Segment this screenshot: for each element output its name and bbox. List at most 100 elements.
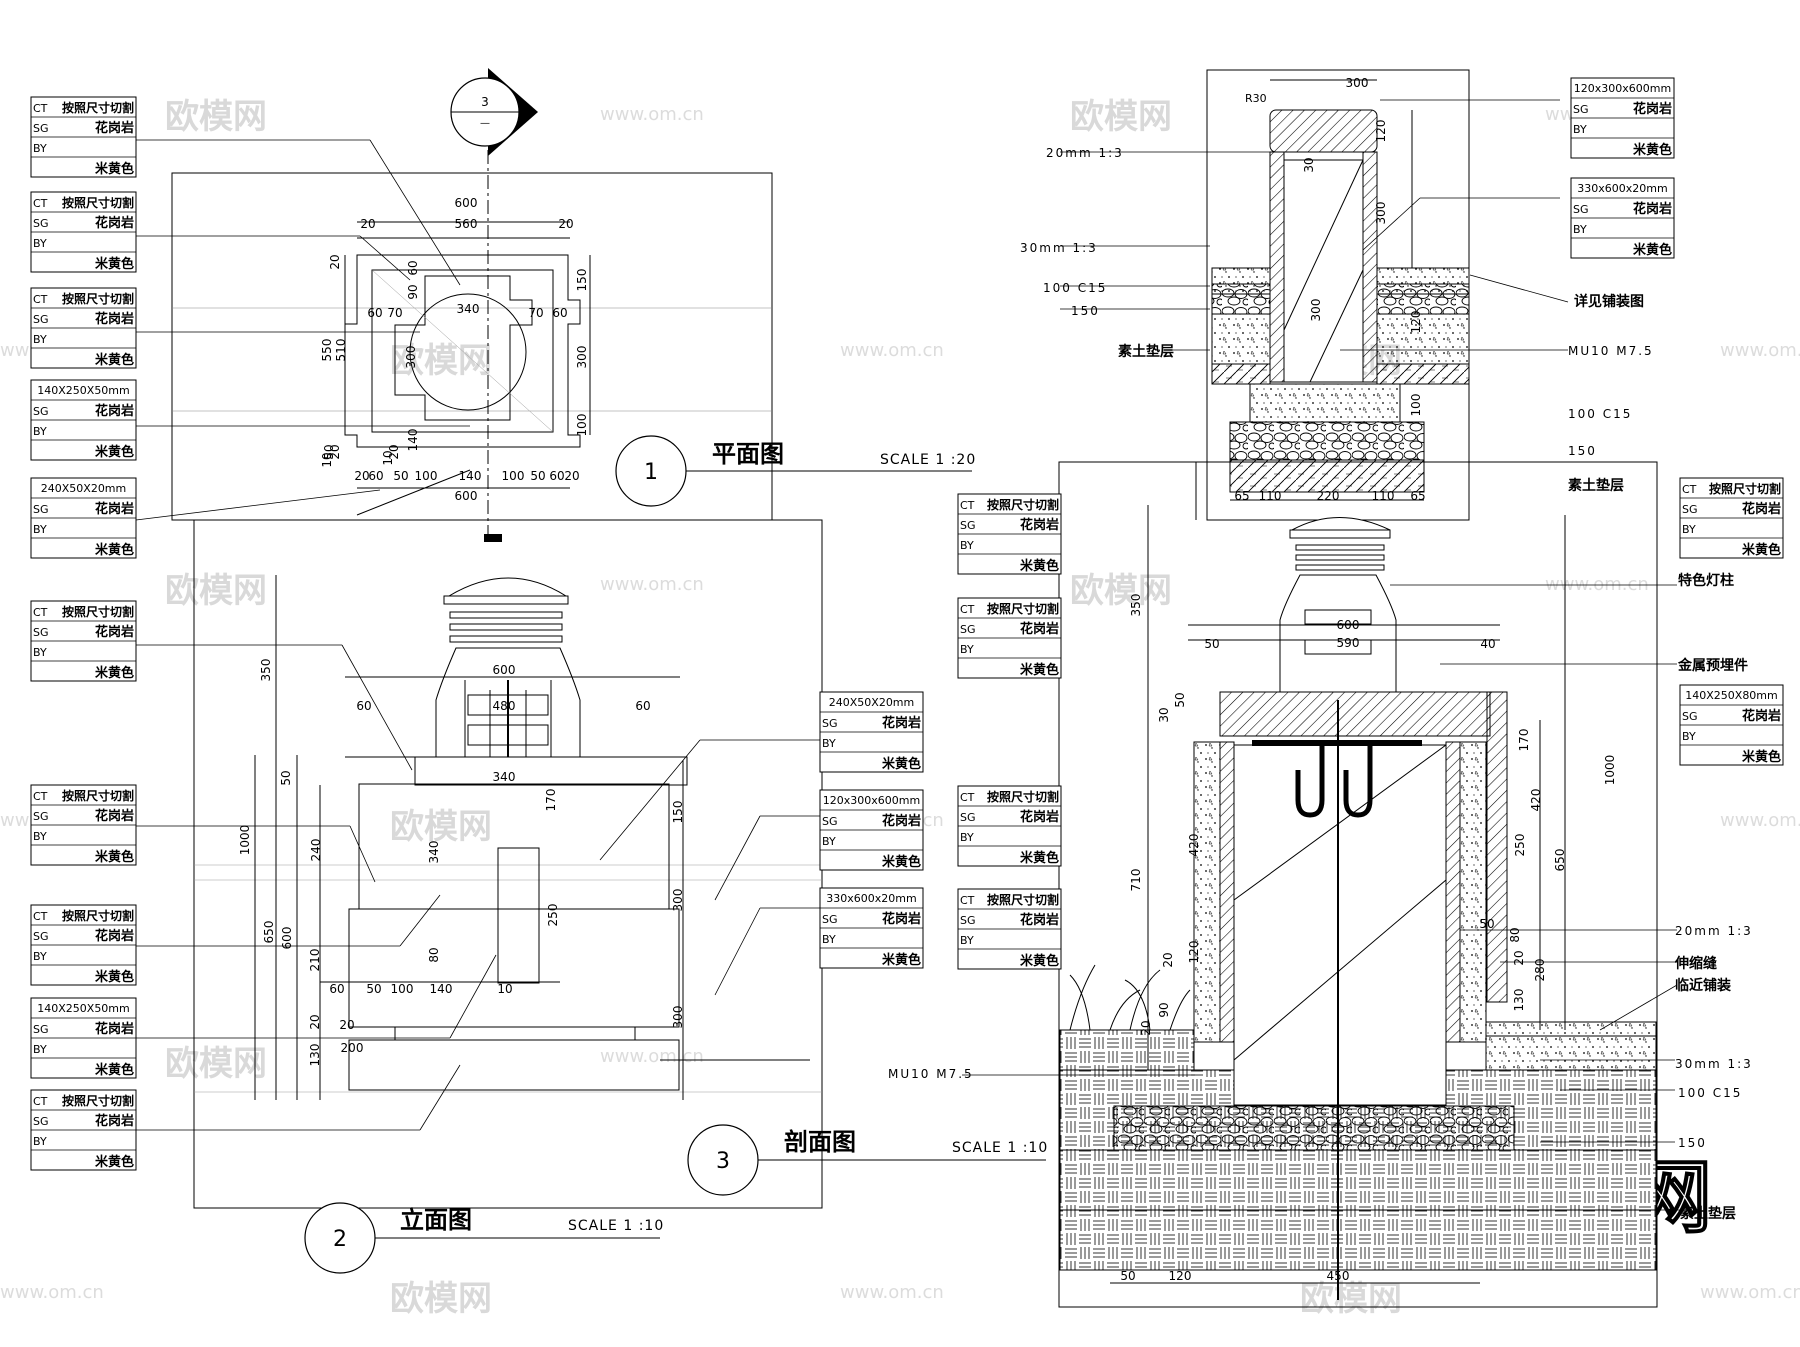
tag-stone: 花岗岩	[1742, 501, 1781, 517]
watermark-logo: 欧模网	[1070, 97, 1172, 137]
dimension-label: 10	[320, 452, 334, 467]
dimension-label: 600	[1337, 618, 1360, 632]
tag-sg-label: SG	[33, 810, 49, 823]
dimension-label: 150	[575, 269, 589, 292]
watermark-url: www.om.cn	[600, 574, 704, 595]
dimension-label: 590	[1337, 636, 1360, 650]
section-marker-sub: —	[480, 118, 490, 129]
dimension-label: 50	[1204, 637, 1219, 651]
tag-color: 米黄色	[1020, 953, 1059, 969]
dimension-label: 170	[1517, 729, 1531, 752]
tag-code: CT	[1682, 483, 1697, 496]
dimension-label: 420	[1187, 834, 1201, 857]
elevation-view	[193, 519, 823, 1209]
tag-by-label: BY	[960, 831, 974, 844]
dimension-label: 650	[1553, 849, 1567, 872]
tag-by-label: BY	[1682, 730, 1696, 743]
tag-size: 120x300x600mm	[1574, 82, 1671, 95]
dimension-label: 100	[575, 414, 589, 437]
dimension-label: 65	[1410, 489, 1425, 503]
tag-stone: 花岗岩	[95, 403, 134, 419]
tag-stone: 花岗岩	[95, 1021, 134, 1037]
tag-color: 米黄色	[882, 756, 921, 772]
dimension-label: 20	[339, 1018, 354, 1032]
tag-sg-label: SG	[33, 313, 49, 326]
plan-lamp-circle	[409, 293, 527, 411]
note-radius: R30	[1245, 92, 1267, 105]
dimension-label: 50	[1173, 692, 1187, 707]
note-embed: 金属预埋件	[1677, 657, 1748, 674]
dimension-label: 110	[1372, 489, 1395, 503]
tag-name: 按照尺寸切割	[987, 789, 1059, 804]
tag-stone: 花岗岩	[1020, 912, 1059, 928]
tag-stone: 花岗岩	[1742, 708, 1781, 724]
dimension-label: 60	[406, 260, 420, 275]
plan-title-block: 1 平面图 SCALE 1 :20	[615, 435, 975, 507]
tag-name: 按照尺寸切割	[62, 788, 134, 803]
note-joint: 伸缩缝	[1674, 955, 1717, 972]
tag-code: CT	[33, 293, 48, 306]
tag-stone: 花岗岩	[95, 215, 134, 231]
dimension-label: 20	[308, 1014, 322, 1029]
tag-name: 按照尺寸切割	[987, 892, 1059, 907]
tag-stone: 花岗岩	[95, 928, 134, 944]
tag-stone: 花岗岩	[1633, 101, 1672, 117]
dimension-label: 40	[1480, 637, 1495, 651]
tag-size: 120x300x600mm	[823, 794, 920, 807]
tag-sg-label: SG	[33, 1023, 49, 1036]
watermark-url: www.om.cn	[600, 104, 704, 125]
tag-by-label: BY	[960, 643, 974, 656]
tag-by-label: BY	[33, 142, 47, 155]
tag-code: CT	[33, 910, 48, 923]
tag-by-label: BY	[33, 950, 47, 963]
dimension-label: 90	[1157, 1002, 1171, 1017]
dimension-label: 300	[1374, 202, 1388, 225]
dimension-label: 650	[262, 921, 276, 944]
tag-sg-label: SG	[33, 405, 49, 418]
tag-sg-label: SG	[960, 914, 976, 927]
dimension-label: 60	[329, 982, 344, 996]
tag-code: CT	[33, 606, 48, 619]
watermark-logo: 欧模网	[165, 97, 267, 137]
tag-by-label: BY	[33, 523, 47, 536]
dimension-label: 60	[549, 469, 564, 483]
tag-by-label: BY	[960, 539, 974, 552]
note-soil-a: 素土垫层	[1118, 343, 1174, 360]
tag-stone: 花岗岩	[1633, 201, 1672, 217]
dimension-label: 300	[671, 1006, 685, 1029]
elevation-scale: SCALE 1 :10	[568, 1218, 664, 1234]
dimension-label: 100	[415, 469, 438, 483]
dimension-label: 300	[671, 889, 685, 912]
dimension-label: 240	[309, 839, 323, 862]
section-marker: 3 —	[450, 68, 538, 156]
dimension-label: 110	[1259, 489, 1282, 503]
dimension-label: 20	[328, 444, 342, 459]
tag-stone: 花岗岩	[1020, 517, 1059, 533]
elevation-title-block: 2 立面图 SCALE 1 :10	[304, 1202, 664, 1274]
tag-color: 米黄色	[1742, 749, 1781, 765]
watermark-logo: 欧模网	[165, 1044, 267, 1084]
material-notes: 20mm 1:3 30mm 1:3 100 C15 150 素土垫层 详见铺装图…	[888, 92, 1751, 1222]
tag-sg-label: SG	[960, 519, 976, 532]
dimension-label: 20	[1139, 1020, 1153, 1035]
dimension-label: 50	[279, 770, 293, 785]
dimension-label: 510	[334, 339, 348, 362]
plan-view	[171, 100, 773, 542]
dimension-label: 1000	[1603, 755, 1617, 786]
dimension-label: 60	[356, 699, 371, 713]
note-c15-c: 100 C15	[1678, 1086, 1742, 1100]
tag-sg-label: SG	[960, 811, 976, 824]
tag-by-label: BY	[33, 333, 47, 346]
tag-by-label: BY	[822, 737, 836, 750]
tag-sg-label: SG	[33, 930, 49, 943]
dimension-label: 140	[459, 469, 482, 483]
note-soil-b: 素土垫层	[1568, 477, 1624, 494]
